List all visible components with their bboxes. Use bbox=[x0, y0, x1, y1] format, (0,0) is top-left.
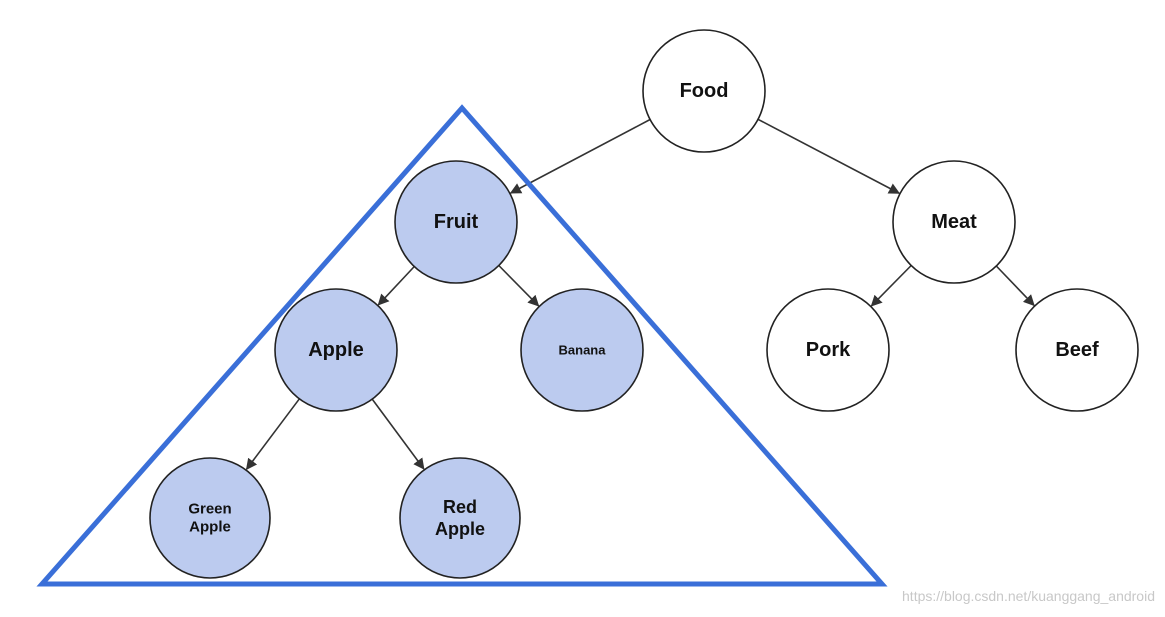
node-circle-food bbox=[642, 29, 766, 153]
node-food: Food bbox=[642, 29, 766, 153]
node-fruit: Fruit bbox=[394, 160, 518, 284]
node-label-meat: Meat bbox=[931, 211, 977, 233]
edges-layer bbox=[245, 118, 1035, 471]
edge-apple-to-green-apple bbox=[245, 398, 301, 471]
edge-meat-to-beef bbox=[995, 265, 1035, 307]
node-circle-beef bbox=[1015, 288, 1139, 412]
node-meat: Meat bbox=[892, 160, 1016, 284]
node-label-banana: Banana bbox=[559, 343, 607, 358]
node-label-green-apple-line-2: Apple bbox=[189, 519, 231, 536]
node-pork: Pork bbox=[766, 288, 890, 412]
edge-food-to-fruit bbox=[509, 118, 651, 194]
node-apple: Apple bbox=[274, 288, 398, 412]
node-label-pork: Pork bbox=[806, 339, 851, 361]
node-label-apple: Apple bbox=[308, 339, 364, 361]
edge-fruit-to-apple bbox=[377, 265, 415, 306]
node-label-beef: Beef bbox=[1055, 339, 1099, 361]
edge-meat-to-pork bbox=[870, 264, 912, 307]
node-circle-green-apple bbox=[149, 457, 271, 579]
node-label-red-apple-line-1: Red bbox=[443, 497, 477, 517]
edge-apple-to-red-apple bbox=[371, 398, 425, 470]
node-label-food: Food bbox=[680, 80, 729, 102]
edge-fruit-to-banana bbox=[498, 264, 540, 307]
node-label-green-apple-line-1: Green bbox=[188, 501, 231, 518]
node-label-fruit: Fruit bbox=[434, 211, 479, 233]
watermark-text: https://blog.csdn.net/kuanggang_android bbox=[902, 588, 1155, 604]
node-circle-banana bbox=[520, 288, 644, 412]
node-circle-meat bbox=[892, 160, 1016, 284]
subtree-highlight-triangle bbox=[36, 104, 888, 587]
node-beef: Beef bbox=[1015, 288, 1139, 412]
node-banana: Banana bbox=[520, 288, 644, 412]
node-circle-red-apple bbox=[399, 457, 521, 579]
node-circle-apple bbox=[274, 288, 398, 412]
edge-food-to-meat bbox=[757, 118, 901, 194]
node-circle-pork bbox=[766, 288, 890, 412]
node-circle-fruit bbox=[394, 160, 518, 284]
node-label-red-apple-line-2: Apple bbox=[435, 519, 485, 539]
